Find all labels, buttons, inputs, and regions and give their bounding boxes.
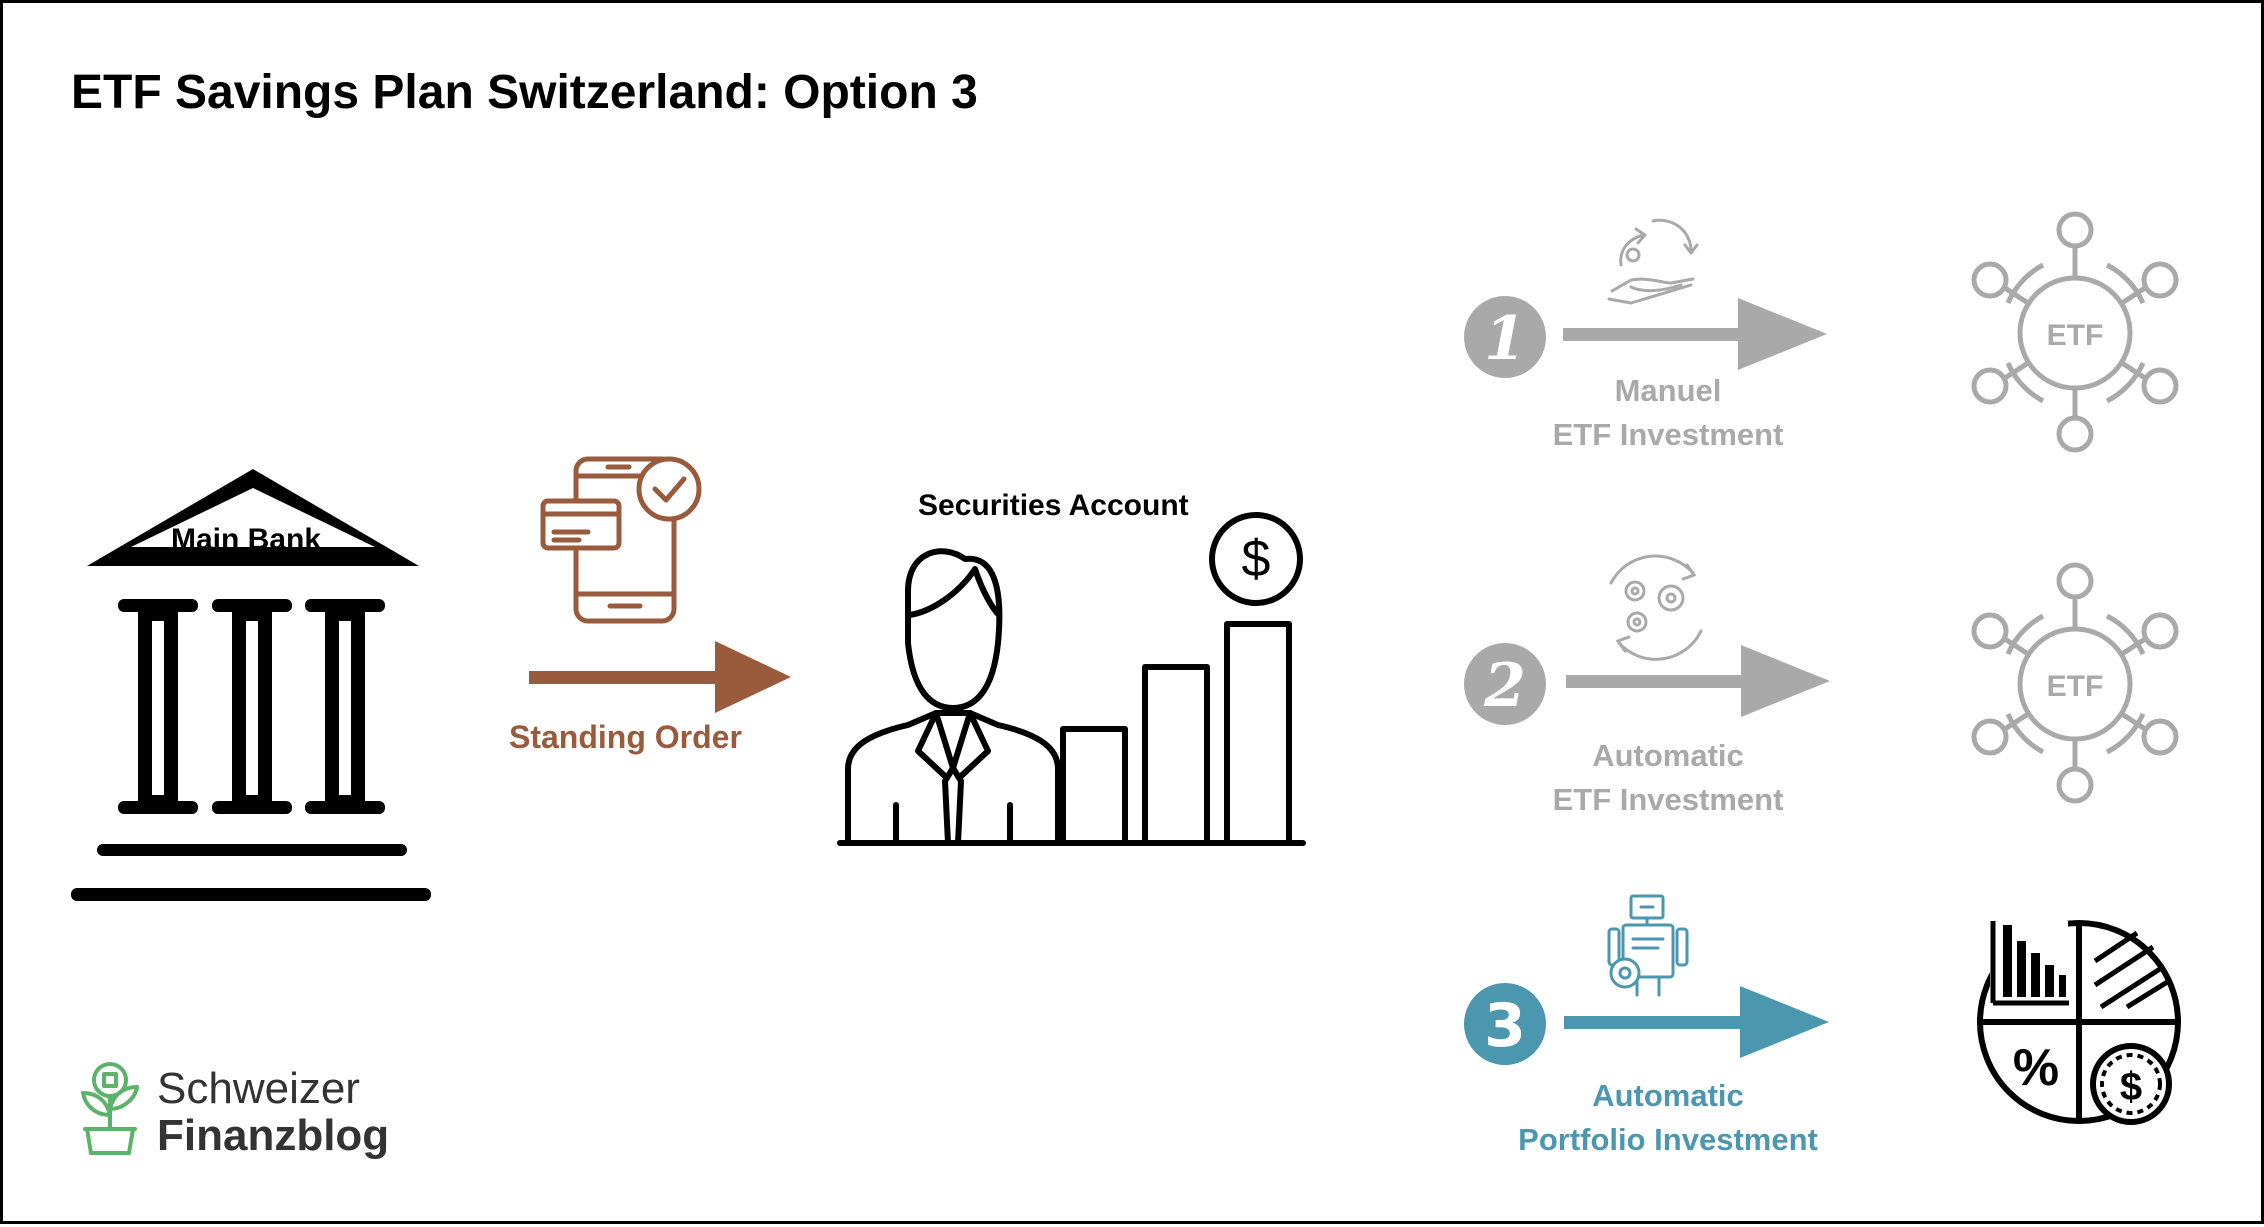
investor-chart-icon (837, 512, 1306, 846)
portfolio-pie-icon (1977, 920, 2181, 1125)
etf-label-2: ETF (2047, 670, 2104, 703)
option-1-number: 1 (1484, 304, 1526, 374)
option-1-arrow (1563, 298, 1827, 370)
logo-text-line2: Finanzblog (157, 1111, 390, 1160)
bank-building-icon (71, 469, 431, 901)
standing-order-label: Standing Order (509, 719, 742, 755)
option-1-line2: ETF Investment (1552, 417, 1784, 452)
option-2-number: 2 (1483, 651, 1526, 721)
plant-coin-icon (81, 1062, 139, 1155)
option-1-line1: Manuel (1614, 373, 1722, 408)
option-3-label: Automatic Portfolio Investment (1468, 1074, 1868, 1162)
dollar-coin-icon: $ (1242, 530, 1271, 588)
page-title: ETF Savings Plan Switzerland: Option 3 (71, 66, 978, 119)
percent-symbol: % (2013, 1039, 2059, 1097)
option-2-arrow (1566, 645, 1830, 717)
option-2-line1: Automatic (1592, 738, 1744, 773)
dollar-symbol: $ (2120, 1065, 2142, 1109)
mobile-payment-icon (540, 456, 702, 624)
option-3-line1: Automatic (1592, 1078, 1744, 1113)
option-1-label: Manuel ETF Investment (1468, 369, 1868, 457)
option-1-badge: 1 (1464, 296, 1546, 378)
gears-cycle-icon (1609, 554, 1703, 661)
main-bank-label: Main Bank (171, 523, 322, 556)
option-2-badge: 2 (1464, 643, 1546, 725)
securities-account-label: Securities Account (918, 489, 1189, 522)
option-3-line2: Portfolio Investment (1518, 1122, 1818, 1157)
robot-advisor-icon (1607, 894, 1689, 997)
logo-text-line1: Schweizer (157, 1064, 360, 1113)
option-2-label: Automatic ETF Investment (1468, 734, 1868, 822)
option-3-number: 3 (1484, 991, 1526, 1061)
etf-network-icon (1971, 211, 2179, 453)
etf-network-icon (1971, 562, 2179, 804)
diagram-graphics: $ 1 ETF (71, 211, 2181, 1155)
option-3-arrow (1564, 986, 1829, 1058)
standing-order-arrow (529, 641, 791, 713)
etf-label-1: ETF (2047, 319, 2104, 352)
hand-cycle-icon (1607, 218, 1699, 305)
option-2-line2: ETF Investment (1552, 782, 1784, 817)
option-3-badge: 3 (1464, 983, 1546, 1065)
